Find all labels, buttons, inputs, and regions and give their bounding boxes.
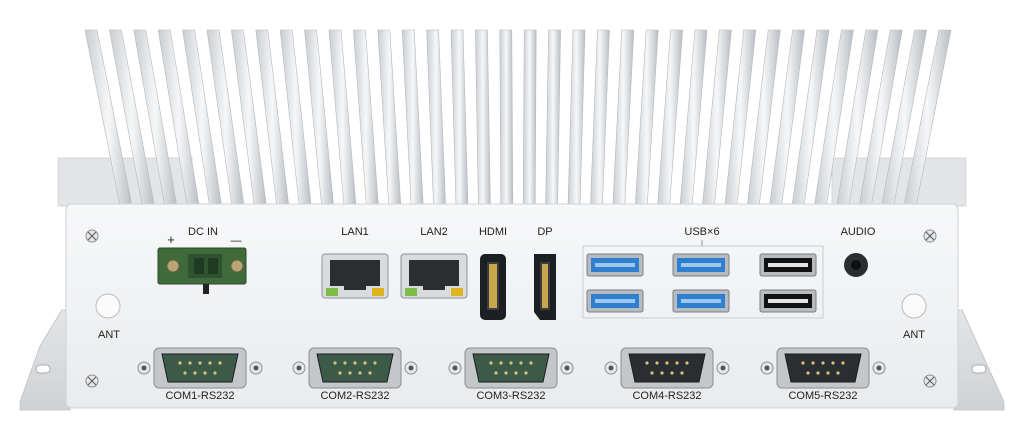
- heatsink-fin: [377, 29, 402, 207]
- com3-label: COM3-RS232: [476, 390, 545, 402]
- heatsink-fin: [304, 29, 334, 207]
- lan1-label: LAN1: [341, 226, 369, 238]
- ant-left-label: ANT: [98, 329, 120, 341]
- dc-minus-label: —: [231, 235, 242, 247]
- usb3-port: [586, 289, 644, 313]
- screw-icon: [923, 374, 937, 388]
- usb3-port: [672, 289, 730, 313]
- heatsink-fin: [657, 29, 683, 207]
- heatsink-fin: [590, 29, 610, 207]
- com-port: [137, 347, 263, 389]
- dp-label: DP: [537, 226, 552, 238]
- antenna-hole-right: [901, 293, 927, 319]
- heatsink-fin: [679, 29, 708, 207]
- screw-icon: [85, 374, 99, 388]
- dp-port: [534, 254, 556, 320]
- usb3-port: [672, 253, 730, 277]
- antenna-hole-left: [95, 293, 121, 319]
- heatsink-fin: [545, 29, 561, 207]
- com-port: [292, 347, 418, 389]
- com-port: [760, 347, 886, 389]
- com4-label: COM4-RS232: [632, 390, 701, 402]
- usb2-port: [759, 253, 817, 277]
- audio-label: AUDIO: [841, 226, 876, 238]
- mounting-bracket-left: [19, 309, 71, 411]
- usb2-port: [759, 289, 817, 313]
- heatsink-fin: [401, 29, 424, 207]
- heatsink-fin: [702, 29, 732, 207]
- ant-right-label: ANT: [903, 329, 925, 341]
- hdmi-label: HDMI: [479, 226, 507, 238]
- lan2-label: LAN2: [420, 226, 448, 238]
- com1-label: COM1-RS232: [165, 390, 234, 402]
- com2-label: COM2-RS232: [320, 390, 389, 402]
- usb-group-frame: [582, 245, 824, 319]
- dc-in-terminal: [157, 247, 247, 294]
- heatsink-fin: [475, 29, 491, 207]
- screw-icon: [85, 229, 99, 243]
- heatsink-fin: [612, 29, 635, 207]
- heatsink-fins: [84, 29, 952, 207]
- screw-icon: [923, 229, 937, 243]
- heatsink-fin: [353, 29, 379, 207]
- mounting-bracket-right: [953, 309, 1005, 411]
- heatsink-fin: [328, 29, 357, 207]
- usb-label: USB×6: [684, 226, 719, 238]
- heatsink-fin: [634, 29, 659, 207]
- dc-plus-label: +: [167, 232, 175, 247]
- com5-label: COM5-RS232: [788, 390, 857, 402]
- com-port: [448, 347, 574, 389]
- com-port: [604, 347, 730, 389]
- front-panel: [65, 203, 959, 409]
- heatsink-fin: [450, 29, 469, 207]
- lan1-port: [321, 253, 389, 299]
- heatsink-fin: [426, 29, 446, 207]
- heatsink-fin: [499, 29, 514, 207]
- heatsink-fin: [522, 29, 537, 207]
- audio-jack: [844, 253, 868, 277]
- lan2-port: [400, 253, 468, 299]
- usb3-port: [586, 253, 644, 277]
- dc-in-label: DC IN: [188, 226, 218, 238]
- hdmi-port: [480, 254, 506, 320]
- heatsink-fin: [567, 29, 586, 207]
